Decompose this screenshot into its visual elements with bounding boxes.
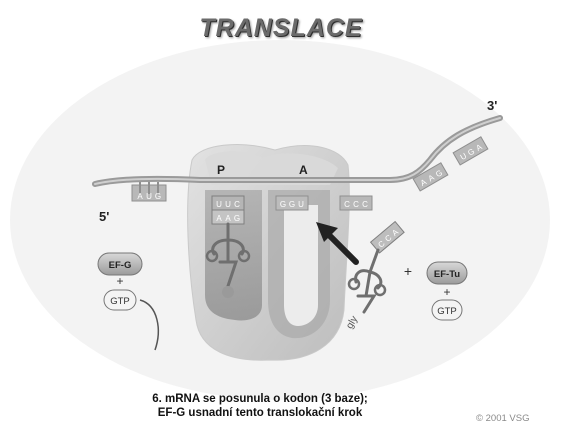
mrna-3-prime-label: 3': [487, 98, 497, 113]
gtp-label: GTP: [110, 296, 130, 307]
anticodon-base: C: [234, 200, 240, 209]
ef-tu-label: EF-Tu: [434, 269, 460, 280]
plus-sign: +: [116, 274, 123, 288]
copyright-notice: © 2001 VSG: [476, 413, 529, 424]
anticodon-base: U: [216, 200, 222, 209]
gtp-label: GTP: [437, 306, 457, 317]
mrna-5-prime-label: 5': [99, 209, 109, 224]
codon-base: C: [353, 200, 359, 209]
plus-sign: +: [404, 263, 412, 279]
anticodon-base: A: [216, 214, 222, 223]
codon-base: C: [362, 200, 368, 209]
a-site-hollow: [284, 205, 318, 326]
caption-line-2: EF-G usnadní tento translokační krok: [60, 406, 460, 420]
codon-base: G: [280, 200, 286, 209]
anticodon-base: U: [225, 200, 231, 209]
plus-sign: +: [443, 285, 450, 299]
a-site-label: A: [299, 163, 308, 177]
anticodon-base: A: [225, 214, 231, 223]
codon-base: U: [146, 192, 152, 201]
mrna-codon-ggu: G G U: [276, 196, 308, 210]
figure-caption: 6. mRNA se posunula o kodon (3 baze); EF…: [60, 392, 460, 420]
caption-line-1: 6. mRNA se posunula o kodon (3 baze);: [60, 392, 460, 406]
codon-base: U: [298, 200, 304, 209]
codon-base: G: [155, 192, 161, 201]
codon-base: C: [344, 200, 350, 209]
mrna-codon-aug: A U G: [132, 182, 166, 201]
codon-base: A: [137, 192, 143, 201]
ef-g-label: EF-G: [109, 260, 132, 271]
p-site-label: P: [217, 163, 225, 177]
mrna-codon-ccc: C C C: [340, 196, 372, 210]
anticodon-base: G: [234, 214, 240, 223]
codon-base: G: [289, 200, 295, 209]
